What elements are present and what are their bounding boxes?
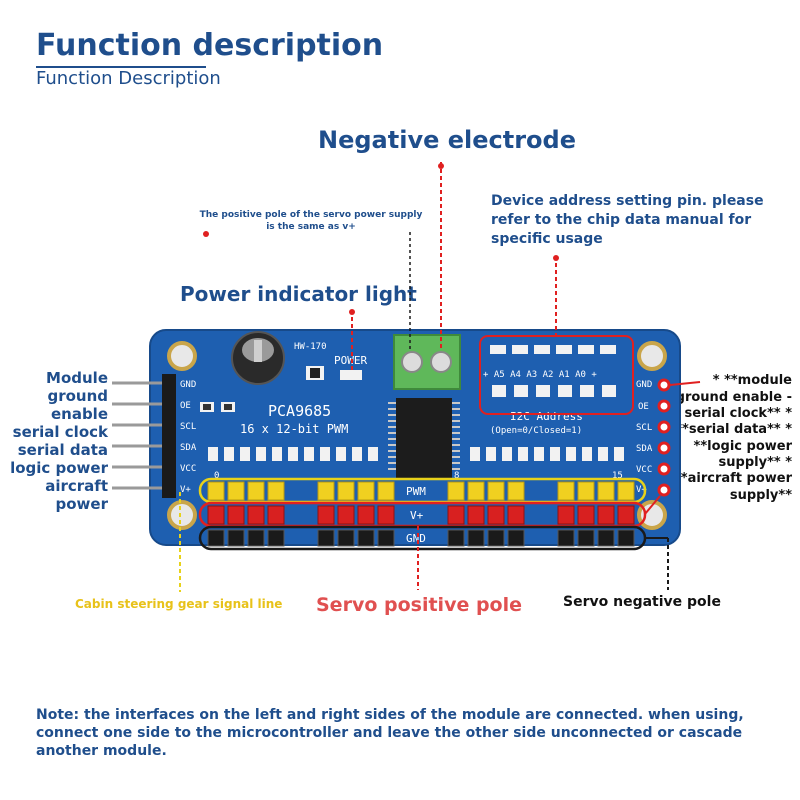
pca9685-chip bbox=[396, 398, 452, 478]
right-header-dots bbox=[657, 378, 671, 497]
resistor-row bbox=[208, 447, 624, 461]
address-pin-note: Device address setting pin. please refer… bbox=[491, 193, 764, 247]
gnd-row-text: GND bbox=[406, 532, 426, 545]
address-pin-text: + A5 A4 A3 A2 A1 A0 + bbox=[483, 370, 597, 380]
left-header-housing bbox=[162, 374, 176, 498]
right-pin-vplus: V+ bbox=[636, 485, 647, 495]
left-label-6: logic power bbox=[10, 459, 108, 477]
address-jumpers bbox=[490, 345, 616, 397]
board-spec-text: 16 x 12-bit PWM bbox=[240, 422, 348, 436]
channel-label-8: 8 bbox=[454, 471, 459, 481]
negative-electrode-label: Negative electrode bbox=[318, 126, 576, 154]
right-label-1: * **module bbox=[712, 373, 792, 388]
left-label-5: serial data bbox=[17, 441, 108, 459]
right-pin-sda: SDA bbox=[636, 444, 653, 454]
right-label-4: **serial data** * bbox=[675, 422, 792, 437]
mount-hole-bl bbox=[167, 500, 197, 530]
right-label-3: serial clock** * bbox=[684, 406, 792, 421]
i2c-sub-text: (Open=0/Closed=1) bbox=[490, 426, 582, 436]
channel-label-15: 15 bbox=[612, 471, 623, 481]
left-label-8: power bbox=[55, 495, 108, 513]
vplus-row-text: V+ bbox=[410, 509, 424, 522]
page-subtitle: Function Description bbox=[36, 68, 221, 89]
leader-vplus-right bbox=[644, 495, 661, 515]
channel-label-0: 0 bbox=[214, 471, 219, 481]
mount-hole-tl bbox=[167, 341, 197, 371]
board-power-text: POWER bbox=[334, 354, 367, 367]
power-indicator-label: Power indicator light bbox=[180, 282, 417, 306]
footer-note: Note: the interfaces on the left and rig… bbox=[36, 707, 744, 759]
left-label-1: Module bbox=[46, 369, 108, 387]
servo-positive-label: Servo positive pole bbox=[316, 594, 523, 616]
terminal-screw-positive bbox=[401, 351, 423, 373]
right-label-2: ground enable - bbox=[675, 390, 792, 405]
cabin-signal-label: Cabin steering gear signal line bbox=[75, 597, 283, 611]
i2c-address-text: I2C Address bbox=[510, 410, 583, 423]
right-label-5: **logic power bbox=[693, 439, 792, 454]
terminal-screw-negative bbox=[430, 351, 452, 373]
mount-hole-tr bbox=[637, 341, 667, 371]
left-label-7: aircraft bbox=[45, 477, 108, 495]
left-pin-vplus: V+ bbox=[180, 485, 191, 495]
vplus-pin-row bbox=[207, 505, 635, 525]
right-pin-oe: OE bbox=[638, 402, 649, 412]
mount-hole-br bbox=[637, 500, 667, 530]
right-pin-gnd: GND bbox=[636, 380, 652, 390]
left-label-4: serial clock bbox=[12, 423, 108, 441]
left-pin-gnd: GND bbox=[180, 380, 196, 390]
right-pin-vcc: VCC bbox=[636, 465, 652, 475]
pwm-pin-row bbox=[207, 481, 635, 501]
pwm-row-text: PWM bbox=[406, 485, 426, 498]
right-label-8: supply** bbox=[729, 488, 792, 503]
board-model-text: PCA9685 bbox=[268, 402, 331, 420]
right-label-7: **aircraft power bbox=[674, 471, 792, 486]
title-underline bbox=[36, 66, 206, 68]
power-led bbox=[340, 370, 362, 380]
left-pin-vcc: VCC bbox=[180, 464, 196, 474]
left-pin-scl: SCL bbox=[180, 422, 196, 432]
chip-legs bbox=[388, 402, 460, 470]
right-pin-scl: SCL bbox=[636, 423, 652, 433]
left-label-3: enable bbox=[50, 405, 108, 423]
left-pin-sda: SDA bbox=[180, 443, 197, 453]
gnd-pin-row bbox=[207, 529, 635, 547]
board-hw-text: HW-170 bbox=[294, 342, 327, 352]
left-pin-oe: OE bbox=[180, 401, 191, 411]
left-label-2: ground bbox=[47, 387, 108, 405]
leader-right-gnd bbox=[669, 381, 701, 386]
servo-negative-label: Servo negative pole bbox=[563, 594, 721, 610]
right-label-6: supply** * bbox=[718, 455, 792, 470]
positive-pole-note: The positive pole of the servo power sup… bbox=[199, 210, 423, 232]
page-title: Function description bbox=[36, 28, 384, 63]
